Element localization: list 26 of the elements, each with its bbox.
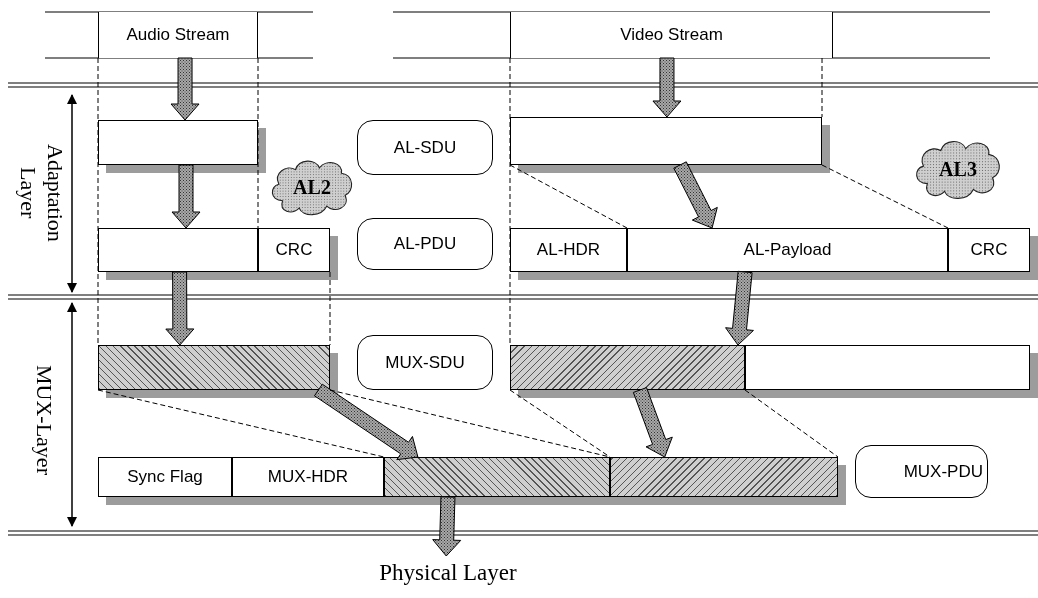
stream-cell: Video Stream: [510, 12, 833, 58]
block-arrow: [170, 57, 200, 121]
block-arrow: [652, 57, 682, 118]
layer-label: Physical Layer: [360, 556, 536, 590]
block-arrow: [725, 270, 754, 346]
dashed-line: [509, 57, 511, 346]
unit-label: AL-SDU: [357, 120, 493, 175]
dashed-line: [97, 57, 99, 346]
dashed-line: [821, 57, 823, 118]
stream-cell: Audio Stream: [98, 12, 258, 58]
block-arrow: [632, 387, 673, 458]
block-arrow: [673, 161, 718, 229]
dashed-line: [509, 164, 628, 229]
layer-label: MUX-Layer: [30, 364, 58, 477]
unit-label: MUX-PDU: [855, 445, 988, 498]
layer-label: Adaptation Layer: [14, 143, 69, 244]
dashed-line: [97, 389, 385, 458]
unit-label: MUX-SDU: [357, 335, 493, 390]
dashed-line: [257, 57, 259, 229]
block-arrow: [432, 496, 462, 557]
dashed-line: [821, 164, 949, 229]
block-arrow: [165, 271, 195, 346]
dashed-line: [329, 271, 331, 346]
block-arrow: [314, 383, 419, 461]
block-arrow: [171, 164, 201, 229]
unit-label: AL-PDU: [357, 218, 493, 270]
